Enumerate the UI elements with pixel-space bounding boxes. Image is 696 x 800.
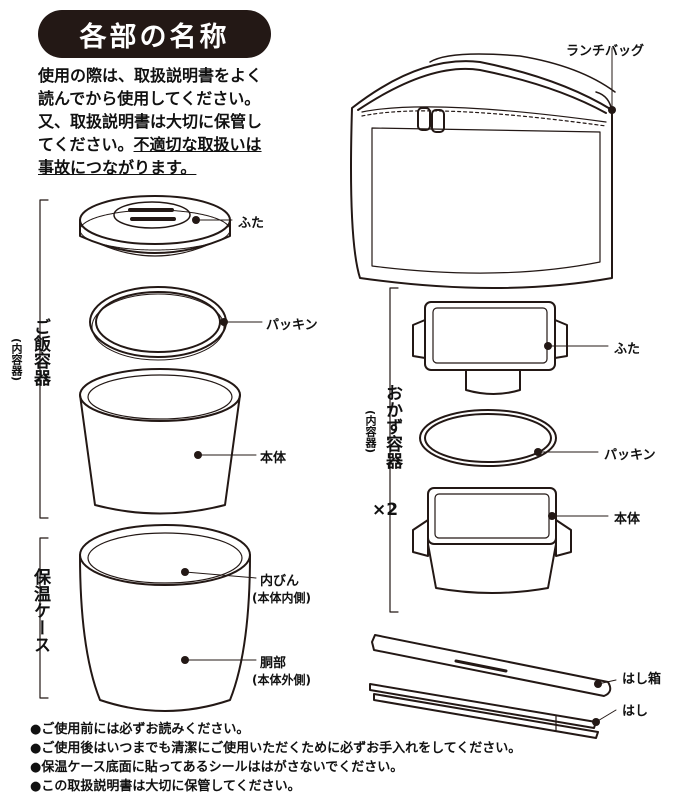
intro-line: 使用の際は、取扱説明書をよく xyxy=(38,66,263,85)
group-side-dish: おかず容器 xyxy=(382,384,402,469)
intro-line-plain: てください。 xyxy=(38,135,134,154)
intro-warning: 不適切な取扱いは xyxy=(133,135,262,154)
leader-inner-bottle xyxy=(184,571,257,579)
side-lid-illustration xyxy=(412,301,568,395)
intro-line: 読んでから使用してください。 xyxy=(38,89,261,108)
intro-line: 又、取扱説明書は大切に保管し xyxy=(38,112,263,131)
rice-lid-illustration xyxy=(79,195,231,257)
label-inner-bottle: 内びん xyxy=(260,574,300,589)
label-rice-body: 本体 xyxy=(260,451,287,466)
intro-line: てください。不適切な取扱いは xyxy=(38,133,298,156)
label-rice-lid: ふた xyxy=(238,216,265,231)
side-body-illustration xyxy=(412,487,572,594)
usage-notes: ●ご使用前には必ずお読みください。 ●ご使用後はいつまでも清潔にご使用いただくた… xyxy=(30,720,521,796)
rice-container-bracket xyxy=(39,199,49,519)
group-rice-container-sub: (内容器) xyxy=(10,338,23,382)
side-dish-bracket xyxy=(389,287,399,613)
side-packing-illustration xyxy=(419,409,557,467)
chopstick-case-illustration xyxy=(371,634,612,697)
leader-lines xyxy=(184,47,617,723)
label-side-packing: パッキン xyxy=(604,448,656,463)
label-rice-packing: パッキン xyxy=(266,318,318,333)
label-inner-bottle-sub: (本体内側) xyxy=(252,591,311,605)
group-brackets xyxy=(39,199,399,699)
note-item: ●ご使用後はいつまでも清潔にご使用いただくために必ずお手入れをしてください。 xyxy=(30,741,522,756)
label-outer-body: 胴部 xyxy=(260,656,287,671)
thermal-case-bracket xyxy=(39,537,49,699)
lunch-bag-illustration xyxy=(350,53,616,289)
group-side-dish-sub: (内容器) xyxy=(364,410,377,454)
label-side-lid: ふた xyxy=(614,342,641,357)
label-side-body: 本体 xyxy=(614,512,641,527)
intro-text: 使用の際は、取扱説明書をよく 読んでから使用してください。 又、取扱説明書は大切… xyxy=(38,64,298,179)
rice-packing-illustration xyxy=(89,286,227,361)
note-item: ●ご使用前には必ずお読みください。 xyxy=(30,722,250,737)
group-thermal-case: 保温ケース xyxy=(30,568,50,653)
rice-body-illustration xyxy=(79,368,241,515)
leader-dots xyxy=(181,106,616,726)
label-lunch-bag: ランチバッグ xyxy=(566,44,645,59)
group-rice-container: ご飯容器 xyxy=(30,318,50,386)
note-item: ●保温ケース底面に貼ってあるシールははがさないでください。 xyxy=(30,760,404,775)
page-title: 各部の名称 xyxy=(38,10,271,58)
label-chopstick-case: はし箱 xyxy=(622,672,662,687)
label-chopsticks: はし xyxy=(622,704,649,719)
label-outer-body-sub: (本体外側) xyxy=(252,673,311,687)
intro-warning-end: 事故につながります。 xyxy=(38,158,197,177)
chopsticks-illustration xyxy=(369,683,599,739)
thermal-case-illustration xyxy=(79,524,251,712)
group-side-dish-count: ×2 xyxy=(372,500,399,520)
note-item: ●この取扱説明書は大切に保管してください。 xyxy=(30,779,301,794)
